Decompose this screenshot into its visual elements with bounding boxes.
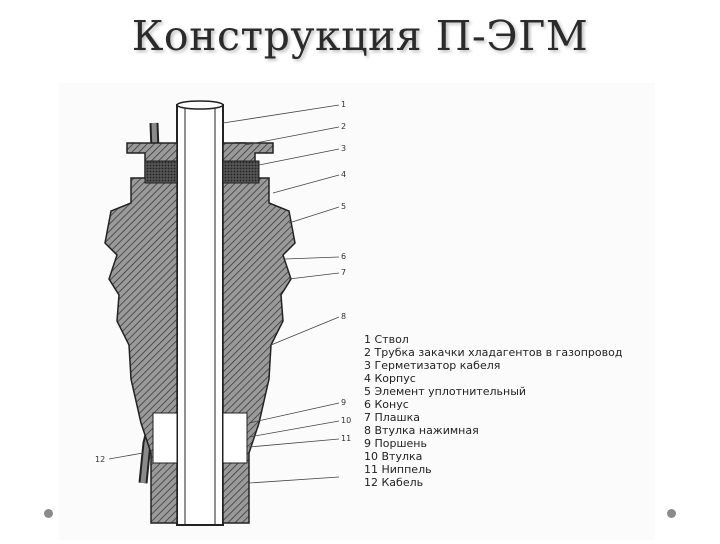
callout-2: 2 (341, 122, 346, 131)
legend-item: 9 Поршень (364, 437, 427, 450)
legend-item: 4 Корпус (364, 372, 416, 385)
callout-4: 4 (341, 170, 346, 179)
packer-drawing: 1 2 3 4 5 6 7 8 9 10 11 12 (59, 83, 655, 540)
callout-11: 11 (341, 434, 351, 443)
legend-item: 10 Втулка (364, 450, 423, 463)
callout-5: 5 (341, 202, 346, 211)
callout-6: 6 (341, 252, 346, 261)
right-bullet-dot-icon (667, 509, 676, 518)
slide-title: Конструкция П-ЭГМ (131, 12, 589, 60)
callout-12: 12 (95, 455, 105, 464)
legend-item: 12 Кабель (364, 476, 424, 489)
packer-cross-section: 1 2 3 4 5 6 7 8 9 10 11 12 (95, 100, 351, 526)
barrel (176, 100, 224, 526)
legend-item: 8 Втулка нажимная (364, 424, 479, 437)
legend-item: 7 Плашка (364, 411, 420, 424)
left-bullet-dot-icon (44, 509, 53, 518)
callout-lines (108, 104, 340, 484)
legend-item: 3 Герметизатор кабеля (364, 359, 501, 372)
legend-item: 11 Ниппель (364, 463, 432, 476)
legend-item: 5 Элемент уплотнительный (364, 385, 527, 398)
callout-8: 8 (341, 312, 346, 321)
legend-item: 2 Трубка закачки хладагентов в газопрово… (364, 346, 623, 359)
legend-item: 6 Конус (364, 398, 409, 411)
callout-numbers: 1 2 3 4 5 6 7 8 9 10 11 12 (95, 100, 351, 464)
callout-7: 7 (341, 268, 346, 277)
body-right (222, 142, 296, 524)
legend-item: 1 Ствол (364, 333, 409, 346)
callout-9: 9 (341, 398, 346, 407)
callout-10: 10 (341, 416, 351, 425)
parts-legend: 1 Ствол 2 Трубка закачки хладагентов в г… (364, 333, 644, 489)
callout-1: 1 (341, 100, 346, 109)
body-left (104, 142, 178, 524)
callout-3: 3 (341, 144, 346, 153)
